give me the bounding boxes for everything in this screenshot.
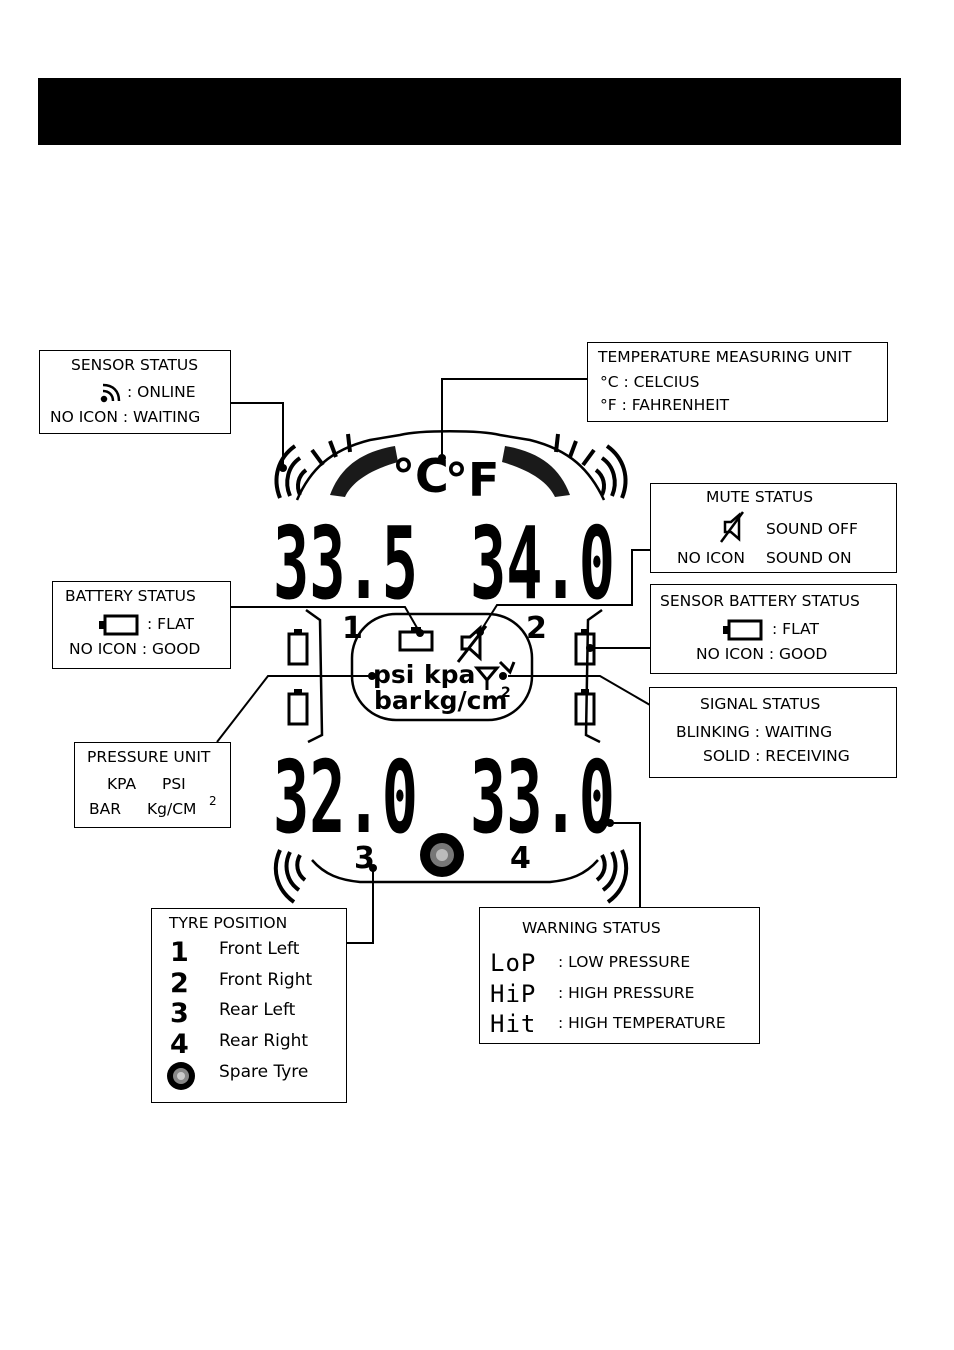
sensor-battery-status-title: SENSOR BATTERY STATUS [660,594,860,610]
mute-status-sound-off: SOUND OFF [766,522,858,538]
sensor-status-box: SENSOR STATUS : ONLINE NO ICON : WAITING [39,350,231,434]
spare-tyre-small-icon [166,1061,196,1094]
mute-icon [715,510,749,547]
battery-status-title: BATTERY STATUS [65,589,196,605]
position-4-label: 4 [510,841,531,876]
unit-bar: bar [374,686,422,715]
center-battery-icon [400,627,432,650]
sensor-status-title: SENSOR STATUS [71,358,198,374]
sensor-battery-status-flat: : FLAT [772,622,819,638]
sensor-battery-status-good: NO ICON : GOOD [696,647,827,663]
pressure-unit-kpa: KPA [107,777,136,793]
unit-kgcm-sup: 2 [501,685,511,701]
battery-status-box: BATTERY STATUS : FLAT NO ICON : GOOD [52,581,231,669]
warning-code-hip: HiP [490,982,536,1006]
temperature-unit-box: TEMPERATURE MEASURING UNIT °C : CELCIUS … [587,342,888,422]
pressure-unit-bar: BAR [89,802,121,818]
sensor-status-waiting: NO ICON : WAITING [50,410,200,426]
battery-status-good: NO ICON : GOOD [69,642,200,658]
tyre-position-label-spare: Spare Tyre [219,1064,308,1081]
signal-status-box: SIGNAL STATUS BLINKING : WAITING SOLID :… [649,687,897,778]
center-mute-icon [458,626,486,662]
sensor-battery-status-box: SENSOR BATTERY STATUS : FLAT NO ICON : G… [650,584,897,674]
fahrenheit-symbol: °F [445,453,499,507]
rear-left-pressure: 32.0 [273,739,418,856]
position-3-label: 3 [354,841,375,876]
front-left-pressure: 33.5 [273,505,418,622]
position-1-label: 1 [342,611,363,646]
tyre-position-box: TYRE POSITION 1 Front Left 2 Front Right… [151,908,347,1103]
temperature-unit-fahrenheit: °F : FAHRENHEIT [600,398,729,414]
tyre-position-num-3: 3 [170,1000,189,1027]
sensor-status-online: : ONLINE [127,385,196,401]
warning-code-lop: LoP [490,951,536,975]
tyre-position-num-2: 2 [170,970,189,997]
unit-kpa: kpa [424,660,475,689]
battery-icon [97,614,141,639]
warning-label-high-temperature: : HIGH TEMPERATURE [558,1016,726,1032]
mute-status-no-icon: NO ICON [677,551,745,567]
pressure-unit-title: PRESSURE UNIT [87,750,210,766]
warning-code-hit: Hit [490,1012,536,1036]
signal-status-title: SIGNAL STATUS [700,697,820,713]
warning-label-low-pressure: : LOW PRESSURE [558,955,690,971]
warning-status-title: WARNING STATUS [522,921,661,937]
celsius-symbol: °C [392,449,449,503]
right-fin [502,446,570,497]
warning-status-box: WARNING STATUS LoP : LOW PRESSURE HiP : … [479,907,760,1044]
left-fin [330,446,398,497]
unit-kgcm: kg/cm [423,686,508,715]
front-right-pressure: 34.0 [470,505,615,622]
signal-status-blinking: BLINKING : WAITING [676,725,832,741]
pressure-unit-kgcm-sup: 2 [209,795,217,807]
mute-status-sound-on: SOUND ON [766,551,852,567]
tyre-position-label-4: Rear Right [219,1033,308,1050]
pressure-unit-box: PRESSURE UNIT KPA PSI BAR Kg/CM 2 [74,742,231,828]
warning-label-high-pressure: : HIGH PRESSURE [558,986,694,1002]
rear-right-pressure: 33.0 [470,739,615,856]
sensor-battery-icon [721,619,765,644]
signal-icon [100,381,122,406]
unit-psi: psi [373,660,414,689]
temperature-unit-title: TEMPERATURE MEASURING UNIT [598,350,851,366]
tyre-position-num-4: 4 [170,1031,189,1058]
temperature-unit-celcius: °C : CELCIUS [600,375,699,391]
tyre-position-label-3: Rear Left [219,1002,295,1019]
signal-status-solid: SOLID : RECEIVING [703,749,850,765]
pressure-unit-psi: PSI [162,777,186,793]
spare-tyre-icon [420,833,464,877]
tyre-position-label-1: Front Left [219,941,299,958]
tyre-position-label-2: Front Right [219,972,312,989]
pressure-unit-kgcm: Kg/CM [147,802,196,818]
battery-status-flat: : FLAT [147,617,194,633]
mute-status-box: MUTE STATUS SOUND OFF NO ICON SOUND ON [650,483,897,573]
tyre-position-num-1: 1 [170,939,189,966]
mute-status-title: MUTE STATUS [706,490,813,506]
tyre-position-title: TYRE POSITION [169,916,287,932]
